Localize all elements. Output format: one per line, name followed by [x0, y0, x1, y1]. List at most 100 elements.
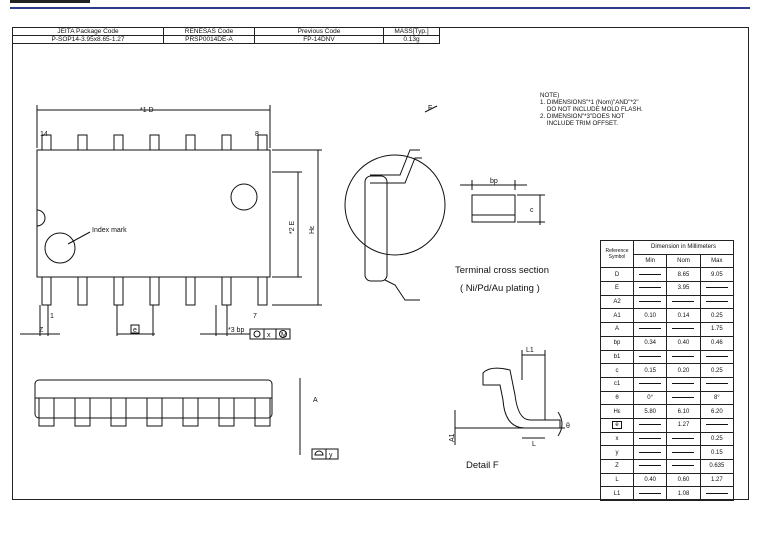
max-cell: 0.15: [699, 445, 735, 460]
side-view: [34, 378, 339, 460]
min-cell: [632, 459, 668, 474]
symbol-cell: b1: [600, 349, 634, 365]
lead: [41, 276, 52, 306]
nom-cell: 0.14: [666, 308, 701, 324]
cell-text: 0.34: [644, 340, 656, 347]
symbol-cell: y: [600, 445, 634, 460]
title-fragment: [10, 0, 90, 3]
nom-cell: 3.95: [666, 281, 701, 296]
symbol-cell: L: [600, 472, 634, 488]
nom-cell: 6.10: [666, 404, 701, 419]
detail-f-marker: F: [428, 105, 432, 112]
index-mark-circle: [44, 232, 76, 264]
dash: [672, 355, 695, 357]
dimension-row: A 1.75: [600, 322, 735, 337]
tol-x-label: x: [267, 332, 271, 339]
lead: [257, 276, 268, 306]
cell-text: 0.25: [710, 367, 723, 374]
lead: [185, 276, 196, 306]
cell-text: L: [615, 477, 619, 484]
max-cell: 1.27: [699, 472, 735, 488]
nom-cell: 1.27: [666, 417, 701, 433]
dimension-row: bp 0.34 0.40 0.46: [600, 335, 735, 351]
nom-cell: [666, 294, 701, 310]
cell-text: y: [615, 449, 619, 456]
max-cell: [699, 294, 735, 310]
bp-top-label: bp: [490, 178, 498, 185]
note-line: DO NOT INCLUDE MOLD FLASH.: [540, 106, 643, 113]
symbol-cell: D: [600, 267, 634, 283]
min-cell: [632, 417, 668, 433]
cell-text: E: [614, 285, 619, 292]
dash: [639, 383, 662, 385]
symbol-cell: A2: [600, 294, 634, 310]
cell-text: 9.05: [710, 271, 723, 278]
min-cell: [632, 267, 668, 283]
pin1-dimple: [230, 183, 258, 211]
cell-text: 0.46: [710, 340, 723, 347]
dimension-row: b1: [600, 349, 735, 365]
cell-text: 0.10: [644, 312, 656, 319]
min-cell: 0.10: [632, 308, 668, 324]
cell-text: 8°: [713, 394, 720, 401]
dim-a-label: A: [313, 397, 318, 404]
note-line: 2. DIMENSION"*3"DOES NOT: [540, 113, 625, 120]
symbol-cell: e: [600, 417, 634, 433]
side-lead: [146, 397, 163, 427]
max-cell: 1.75: [699, 322, 735, 337]
dash: [672, 383, 695, 385]
nom-cell: 8.65: [666, 267, 701, 283]
cell-text: 6.10: [677, 408, 690, 415]
side-lead: [182, 397, 199, 427]
cell-text: 0.40: [677, 340, 690, 347]
note-title: NOTE): [540, 92, 560, 99]
dash: [639, 492, 662, 494]
min-cell: 5.80: [632, 404, 668, 419]
cell-text: L1: [613, 490, 621, 497]
nom-cell: [666, 322, 701, 337]
cell-text: 0.635: [709, 463, 725, 470]
symbol-cell: A1: [600, 308, 634, 324]
min-cell: [632, 486, 668, 502]
cell-text: b1: [613, 353, 621, 360]
dim-header: Dimension in Millimeters: [633, 240, 734, 255]
min-cell: [632, 445, 668, 460]
nom-cell: [666, 445, 701, 460]
cell-text: 8.65: [677, 271, 690, 278]
dim-e-label: *2 E: [289, 220, 296, 234]
max-cell: 0.46: [699, 335, 735, 351]
min-cell: [632, 281, 668, 296]
dimension-row: E 3.95: [600, 281, 735, 296]
cell-text: 1.27: [677, 422, 690, 429]
header-rule: [10, 7, 750, 9]
cell-text: 5.80: [644, 408, 656, 415]
symbol-cell: Hε: [600, 404, 634, 419]
nom-cell: 0.20: [666, 363, 701, 378]
cell-text: bp: [613, 340, 621, 347]
dash: [705, 287, 728, 289]
pin-1-label: 1: [50, 313, 54, 320]
package-body: [36, 149, 271, 278]
nom-cell: 0.40: [666, 335, 701, 351]
lead: [77, 134, 88, 151]
dimension-row: D 8.65 9.05: [600, 267, 735, 283]
note-line: 1. DIMENSIONS"*1 (Nom)"AND"*2": [540, 99, 639, 106]
symbol-cell: θ: [600, 390, 634, 406]
cell-text: 1.08: [677, 490, 690, 497]
lead: [257, 134, 268, 151]
max-cell: 0.635: [699, 459, 735, 474]
dimension-row: y 0.15: [600, 445, 735, 460]
y-label: y: [329, 452, 333, 459]
cell-text: A: [614, 326, 619, 333]
dimension-row: c1: [600, 376, 735, 392]
nom-cell: [666, 376, 701, 392]
col-min: Min: [632, 253, 668, 269]
l1-label: L1: [526, 347, 534, 354]
notes: NOTE)1. DIMENSIONS"*1 (Nom)"AND"*2" DO N…: [540, 92, 643, 127]
nom-cell: [666, 390, 701, 406]
dash: [639, 355, 662, 357]
